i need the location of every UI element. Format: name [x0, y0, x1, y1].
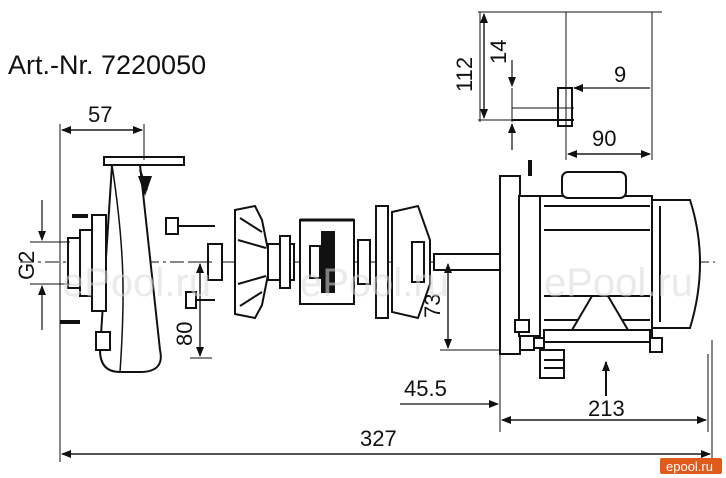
- dim-213: 213: [588, 396, 625, 421]
- brand-badge: epool.ru: [660, 458, 722, 474]
- watermark-2: ePool.ru: [300, 261, 449, 305]
- dim-45-5: 45.5: [404, 376, 447, 401]
- dim-73: 73: [420, 294, 445, 318]
- dim-14: 14: [486, 40, 511, 64]
- article-number: Art.-Nr. 7220050: [8, 50, 207, 80]
- pump-housing: [60, 156, 185, 373]
- dim-327: 327: [360, 426, 397, 451]
- dim-90: 90: [592, 126, 616, 151]
- motor-flange: [499, 160, 565, 379]
- dim-80: 80: [172, 322, 197, 346]
- impeller: [234, 204, 295, 320]
- motor-foot: [512, 87, 574, 127]
- watermark-3: ePool.ru: [544, 261, 693, 305]
- dim-g2: G2: [14, 251, 39, 280]
- dim-9: 9: [614, 62, 626, 87]
- adapter-plate: [375, 204, 460, 320]
- motor-body: [519, 171, 701, 353]
- mechanical-seal: [299, 218, 371, 305]
- watermark-1: ePool.ru: [62, 261, 211, 305]
- brand-badge-text: epool.ru: [666, 459, 713, 474]
- dim-57: 57: [88, 102, 112, 127]
- housing-bolts: [165, 217, 223, 309]
- dim-112: 112: [452, 57, 477, 92]
